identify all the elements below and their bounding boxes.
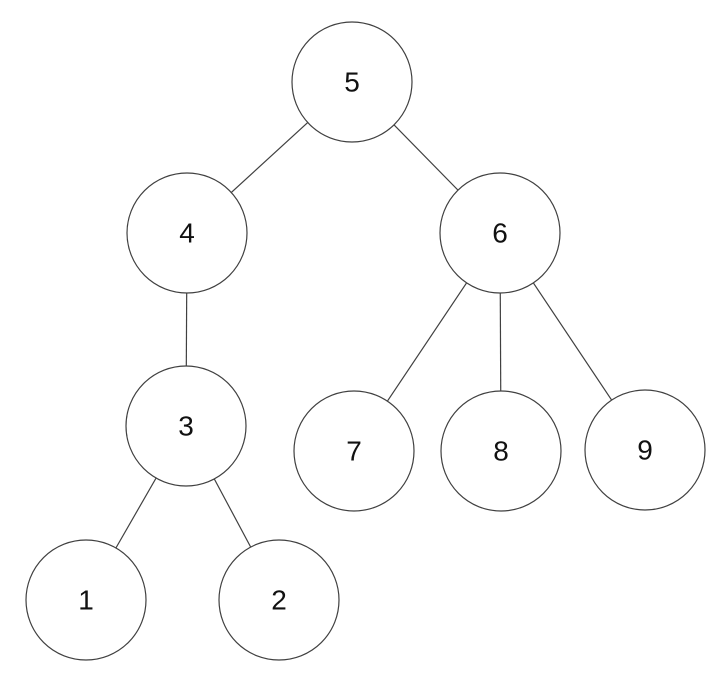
- node-label-5: 5: [344, 67, 360, 98]
- node-circle-1: [25, 539, 147, 661]
- node-label-7: 7: [346, 436, 362, 467]
- node-circle-6: [439, 172, 561, 294]
- node-label-4: 4: [179, 218, 195, 249]
- tree-node-1: 1: [25, 539, 147, 661]
- node-label-6: 6: [492, 218, 508, 249]
- node-circle-8: [440, 390, 562, 512]
- node-circle-9: [584, 389, 706, 511]
- node-circle-4: [126, 172, 248, 294]
- tree-node-8: 8: [440, 390, 562, 512]
- tree-node-7: 7: [293, 390, 415, 512]
- tree-node-9: 9: [584, 389, 706, 511]
- node-circle-5: [291, 21, 413, 143]
- tree-node-2: 2: [218, 539, 340, 661]
- node-label-3: 3: [178, 411, 194, 442]
- node-circle-3: [125, 365, 247, 487]
- node-label-8: 8: [493, 436, 509, 467]
- node-label-1: 1: [78, 585, 94, 616]
- node-label-9: 9: [637, 435, 653, 466]
- node-label-2: 2: [271, 585, 287, 616]
- node-circle-2: [218, 539, 340, 661]
- tree-node-6: 6: [439, 172, 561, 294]
- tree-node-4: 4: [126, 172, 248, 294]
- tree-node-3: 3: [125, 365, 247, 487]
- node-circle-7: [293, 390, 415, 512]
- tree-node-5: 5: [291, 21, 413, 143]
